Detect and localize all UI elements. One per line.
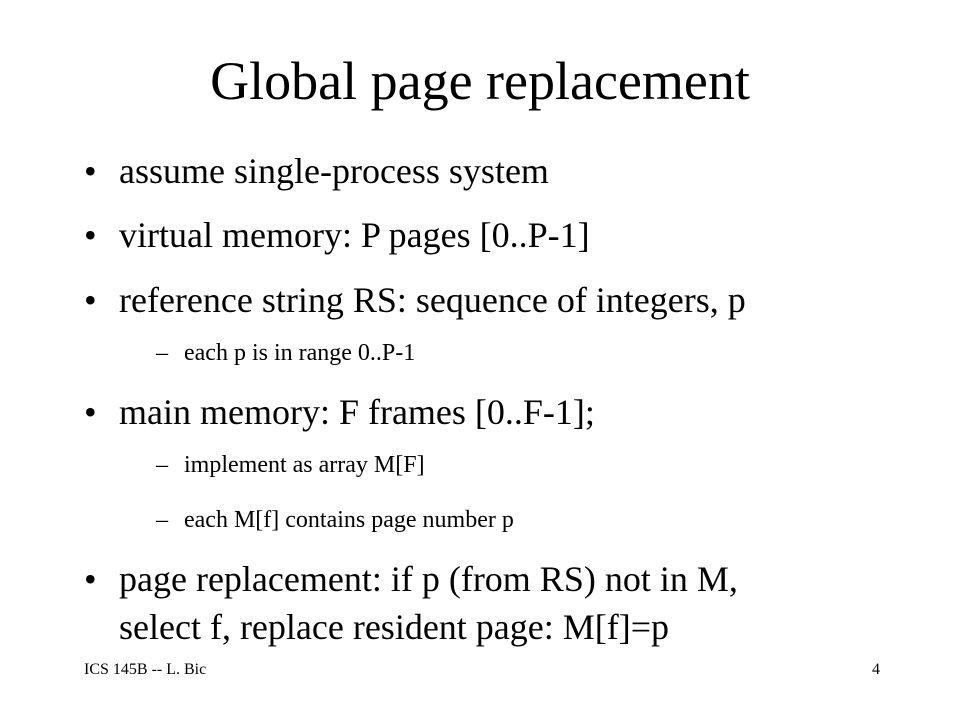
- bullet-text: virtual memory: P pages [0..P-1]: [119, 215, 590, 255]
- bullet-mark: •: [84, 151, 97, 191]
- bullet-text: reference string RS: sequence of integer…: [119, 280, 746, 320]
- bullet-text: assume single-process system: [119, 151, 549, 191]
- subbullet-text: each p is in range 0..P-1: [184, 340, 416, 366]
- subbullet-mark: –: [156, 340, 168, 366]
- bullet-mark: •: [84, 559, 97, 599]
- subbullet-mark: –: [156, 452, 168, 478]
- subbullet-text: implement as array M[F]: [184, 452, 425, 478]
- footer-course: ICS 145B -- L. Bic: [84, 661, 207, 678]
- subbullet-text: each M[f] contains page number p: [184, 507, 514, 533]
- bullet-mark: •: [84, 280, 97, 320]
- bullet-text-line-1: page replacement: if p (from RS) not in …: [119, 559, 738, 599]
- bullet-mark: •: [84, 392, 97, 432]
- bullet-mark: •: [84, 215, 97, 255]
- bullet-text: main memory: F frames [0..F-1];: [119, 392, 595, 432]
- subbullet-mark: –: [156, 507, 168, 533]
- footer-page-number: 4: [872, 661, 880, 678]
- slide-title: Global page replacement: [210, 51, 750, 111]
- bullet-text-line-2: select f, replace resident page: M[f]=p: [119, 607, 670, 647]
